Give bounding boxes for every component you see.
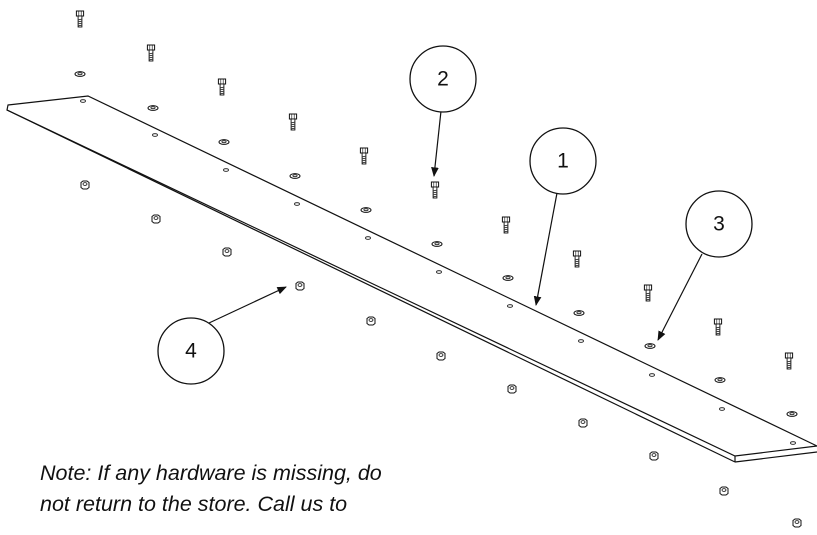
callout-4-label: 4 bbox=[185, 340, 197, 363]
callout-3-label: 3 bbox=[713, 213, 725, 236]
callout-3: 3 bbox=[657, 190, 753, 341]
callout-4: 4 bbox=[157, 286, 287, 385]
note-line-2: not return to the store. Call us to bbox=[40, 492, 348, 516]
callout-1-label: 1 bbox=[557, 150, 569, 173]
flat-bar bbox=[6, 95, 817, 463]
note-line-1: Note: If any hardware is missing, do bbox=[40, 461, 382, 485]
callout-2: 2 bbox=[409, 45, 477, 177]
callout-1: 1 bbox=[529, 127, 597, 306]
callout-2-label: 2 bbox=[437, 68, 449, 91]
bar-holes bbox=[80, 99, 796, 445]
hardware-note: Note: If any hardware is missing, do not… bbox=[40, 458, 400, 520]
